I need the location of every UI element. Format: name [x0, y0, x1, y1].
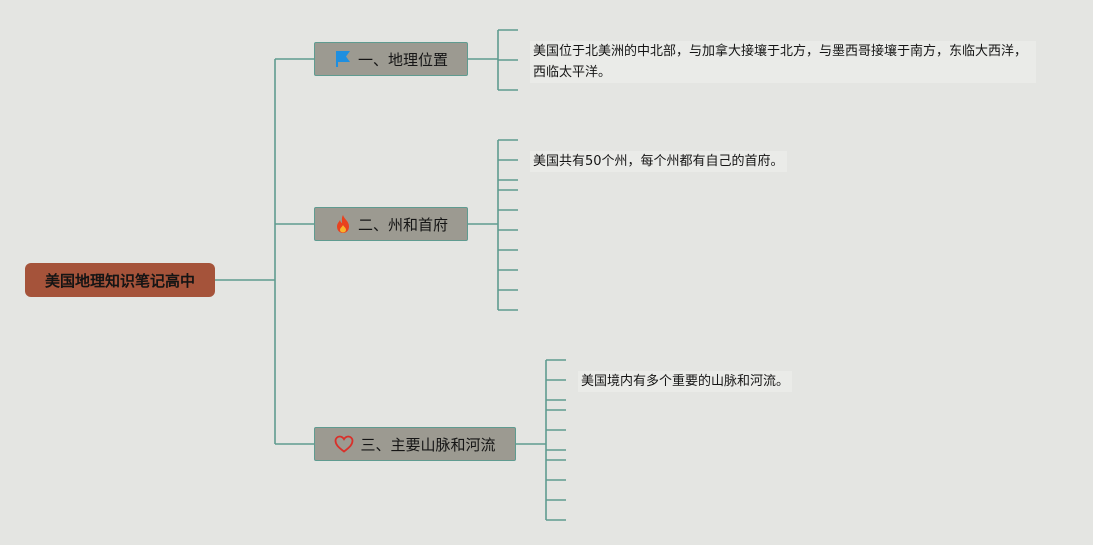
root-topic[interactable]: 美国地理知识笔记高中	[25, 263, 215, 297]
heart-icon	[334, 435, 354, 453]
branch-label: 二、州和首府	[357, 215, 448, 234]
note-states-capitals: 美国共有50个州，每个州都有自己的首府。	[530, 151, 787, 172]
branch-label: 一、地理位置	[357, 50, 448, 69]
branch-mountains-rivers[interactable]: 三、主要山脉和河流	[314, 427, 516, 461]
note-geographic-location: 美国位于北美洲的中北部，与加拿大接壤于北方，与墨西哥接壤于南方，东临大西洋，西临…	[530, 41, 1036, 83]
root-topic-label: 美国地理知识笔记高中	[44, 271, 195, 290]
branch-geographic-location[interactable]: 一、地理位置	[314, 42, 468, 76]
branch-states-capitals[interactable]: 二、州和首府	[314, 207, 468, 241]
branch-label: 三、主要山脉和河流	[360, 435, 496, 454]
note-mountains-rivers: 美国境内有多个重要的山脉和河流。	[578, 371, 793, 392]
flag-icon	[334, 50, 352, 68]
fire-icon	[334, 214, 352, 234]
